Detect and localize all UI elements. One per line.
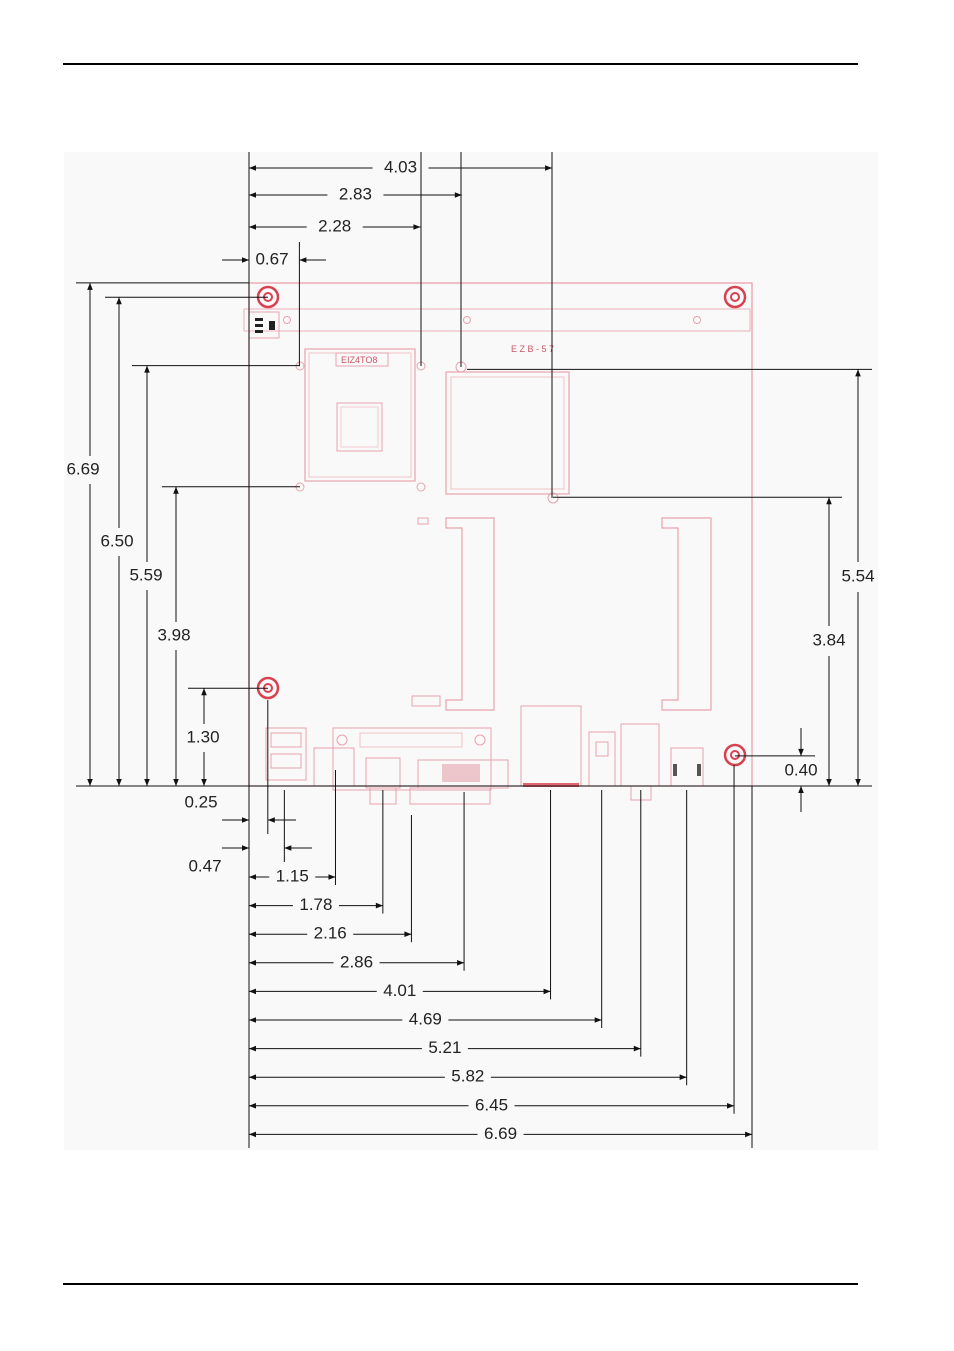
dim-bottom-5.21-label: 5.21 (428, 1038, 461, 1057)
dim-top-4.03-label: 4.03 (384, 157, 417, 176)
chip-marking: EIZ4TO8 (341, 355, 377, 365)
cpu-die (336, 402, 383, 452)
board: EIZ4TO8 E Z B - 5 7 (243, 282, 753, 805)
memory-slot-2 (661, 517, 712, 711)
dim-left-6.50-label: 6.50 (100, 531, 133, 550)
drawing-background (64, 152, 878, 1150)
mount-hole-bottom-right (723, 743, 747, 767)
dim-bottom-2.86-label: 2.86 (340, 952, 373, 971)
dim-right-5.54-label: 5.54 (841, 566, 874, 585)
dim-left-5.59-label: 5.59 (129, 565, 162, 584)
dim-bottom-6.69-label: 6.69 (484, 1124, 517, 1143)
cpu-socket (304, 348, 416, 482)
dim-0.25-label: 0.25 (184, 792, 217, 811)
usb-stack (265, 727, 307, 781)
silkscreen-text: E Z B - 5 7 (511, 344, 554, 354)
dim-left-6.69-label: 6.69 (66, 459, 99, 478)
dimensions: 4.03 2.83 2.28 0.67 6.69 6.50 5.59 3.98 1.30 5.54… (66, 152, 875, 1148)
dim-bottom-4.69-label: 4.69 (409, 1009, 442, 1028)
dim-bottom-4.01-label: 4.01 (383, 981, 416, 1000)
dim-bottom-1.78-label: 1.78 (299, 895, 332, 914)
dim-top-2.83-label: 2.83 (339, 184, 372, 203)
dim-right-0.40-label: 0.40 (784, 760, 817, 779)
dim-top-0.67-label: 0.67 (255, 249, 288, 268)
vga-port (332, 727, 492, 791)
memory-slot-1 (445, 517, 495, 711)
dim-right-3.84-label: 3.84 (812, 630, 845, 649)
dim-left-1.30-label: 1.30 (186, 727, 219, 746)
mount-hole-top-right (723, 285, 747, 309)
dim-bottom-5.82-label: 5.82 (451, 1067, 484, 1086)
dim-bottom-6.45-label: 6.45 (475, 1095, 508, 1114)
top-strip (243, 308, 751, 332)
dim-bottom-2.16-label: 2.16 (314, 924, 347, 943)
dim-left-3.98-label: 3.98 (157, 625, 190, 644)
dim-top-2.28-label: 2.28 (318, 216, 351, 235)
dim-bottom-1.15-label: 1.15 (276, 866, 309, 885)
chipset (445, 371, 570, 495)
dim-0.47-label: 0.47 (188, 856, 221, 875)
